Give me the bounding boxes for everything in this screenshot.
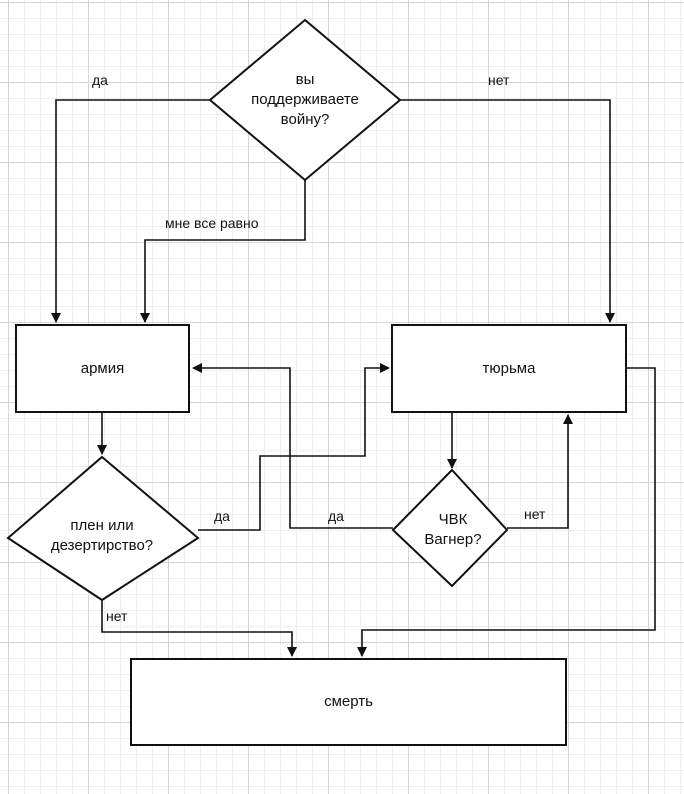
edge-wagner-yes-army [192, 363, 393, 529]
decision-support-label: вы поддерживаете войну? [251, 71, 359, 128]
edge-support-yes-army [51, 99, 210, 323]
edge-prison-death [357, 367, 656, 657]
node-army: армия [15, 324, 190, 413]
node-army-label: армия [80, 359, 125, 377]
edge-capture-no-death [101, 600, 297, 657]
edge-support-indifferent-army [140, 180, 306, 323]
decision-capture-label: плен или дезертирство? [50, 517, 154, 554]
node-death: смерть [130, 658, 567, 746]
decision-wagner-label: ЧВК Вагнер? [424, 511, 482, 548]
node-prison-label: тюрьма [482, 359, 536, 377]
edge-label-capture-yes: да [214, 508, 230, 524]
edge-label-support-yes: да [92, 72, 108, 88]
node-death-label: смерть [324, 693, 373, 710]
decision-diamond-wagner [391, 468, 509, 588]
edge-label-capture-no: нет [106, 608, 128, 624]
edge-label-support-no: нет [488, 72, 510, 88]
edge-wagner-no-prison [507, 414, 573, 529]
edge-label-wagner-yes: да [328, 508, 344, 524]
edge-support-no-prison [400, 99, 615, 323]
edge-label-wagner-no: нет [524, 506, 546, 522]
edge-capture-yes-prison [198, 363, 390, 531]
node-prison: тюрьма [391, 324, 627, 413]
edge-label-support-indifferent: мне все равно [165, 215, 259, 231]
